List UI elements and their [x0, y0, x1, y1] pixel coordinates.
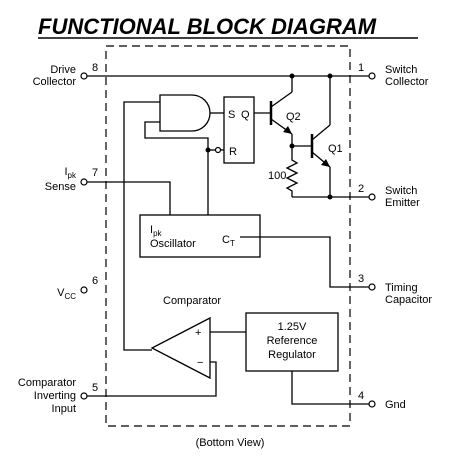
pin5-label-line2: Inverting	[34, 390, 76, 402]
ff-s-label: S	[228, 109, 235, 121]
pin2-label-line2: Emitter	[385, 197, 420, 209]
q2-emitter-arrow	[283, 126, 292, 134]
wire-q2-emitter	[291, 134, 312, 147]
resistor-100	[285, 146, 299, 197]
pin4-label: Gnd	[385, 399, 406, 411]
pin1-label-line1: Switch	[385, 64, 417, 76]
pin7-label-sub: pk	[68, 171, 77, 180]
q2-collector	[270, 91, 293, 108]
pin2-number: 2	[358, 183, 364, 195]
q1-label: Q1	[328, 143, 343, 155]
ff-r-label: R	[229, 146, 237, 158]
bottom-view-caption: (Bottom View)	[196, 437, 265, 449]
wire-and-input-a	[144, 121, 209, 150]
pin2-label-line1: Switch	[385, 185, 417, 197]
pin8-label-line2: Collector	[33, 76, 77, 88]
wire-and-input-b	[123, 101, 160, 351]
junction-q2c	[289, 73, 295, 79]
comparator-label: Comparator	[163, 295, 221, 307]
osc-label-i: I	[150, 224, 153, 236]
comparator	[150, 316, 211, 380]
osc-label-line1: Ipk	[150, 224, 163, 238]
pin6-label-sub: CC	[64, 292, 76, 301]
osc-ct-sub: T	[230, 239, 235, 248]
pin6-label-v: V	[57, 287, 65, 299]
pin8-number: 8	[92, 62, 98, 74]
pin1-label-line2: Collector	[385, 76, 429, 88]
pin7-label-line2: Sense	[45, 181, 76, 193]
ref-label-line2: Reference	[267, 335, 318, 347]
and-gate	[159, 94, 211, 132]
pin8-label-line1: Drive	[50, 64, 76, 76]
wire-pin7	[87, 181, 171, 215]
pin4-terminal	[368, 400, 376, 408]
pin7-label-line1: Ipk	[64, 166, 77, 180]
pin3-terminal	[368, 283, 376, 291]
pin8-terminal	[80, 72, 88, 80]
osc-ct-label: CT	[222, 234, 235, 248]
pin5-label-line3: Input	[52, 403, 76, 415]
package-outline	[105, 45, 351, 427]
q2-label: Q2	[286, 111, 301, 123]
pin6-number: 6	[92, 275, 98, 287]
ref-label-line3: Regulator	[268, 349, 316, 361]
comparator-plus: +	[195, 327, 201, 339]
osc-label-sub: pk	[153, 229, 162, 238]
pin7-number: 7	[92, 167, 98, 179]
osc-ct-c: C	[222, 234, 230, 246]
ref-label-line1: 1.25V	[278, 321, 307, 333]
pin1-terminal	[368, 72, 376, 80]
resistor-label: 100	[268, 170, 286, 182]
pin6-label: VCC	[57, 287, 76, 301]
wire-ct	[240, 236, 369, 288]
pin3-label-line2: Capacitor	[385, 294, 432, 306]
wire-pin5-to-minus	[87, 361, 217, 397]
pin7-label-i: I	[64, 166, 67, 178]
pin5-label-line1: Comparator	[18, 377, 76, 389]
wire-ref-gnd	[291, 371, 369, 405]
comparator-minus: −	[197, 357, 203, 369]
diagram-title: FUNCTIONAL BLOCK DIAGRAM	[38, 14, 377, 39]
sr-flipflop	[223, 96, 255, 164]
osc-label-line2: Oscillator	[150, 238, 196, 250]
pin6-terminal	[80, 286, 88, 294]
pin3-label-line1: Timing	[385, 282, 418, 294]
junction-q1c	[327, 73, 333, 79]
pin5-number: 5	[92, 382, 98, 394]
pin5-terminal	[80, 392, 88, 400]
q1-emitter-arrow	[321, 159, 330, 167]
ff-r-bubble	[214, 146, 222, 154]
ff-q-label: Q	[241, 109, 250, 121]
pin2-terminal	[368, 193, 376, 201]
pin4-number: 4	[358, 390, 364, 402]
pin1-number: 1	[358, 62, 364, 74]
q1-collector	[311, 124, 331, 141]
ipk-oscillator	[139, 214, 261, 258]
pin3-number: 3	[358, 273, 364, 285]
pin7-terminal	[80, 178, 88, 186]
